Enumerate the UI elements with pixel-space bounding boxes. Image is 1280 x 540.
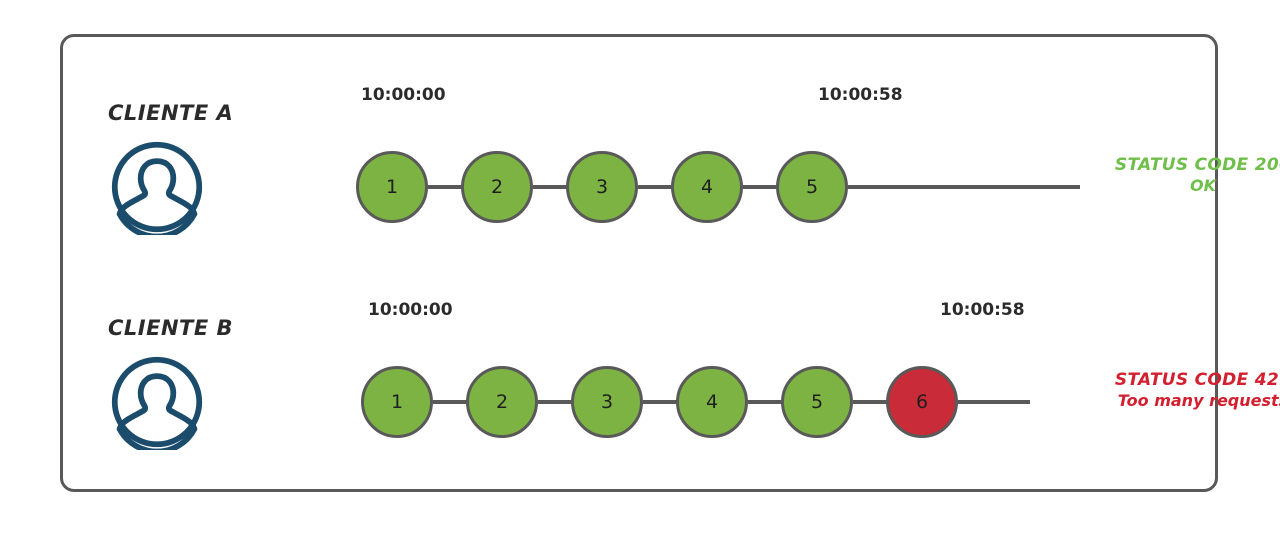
timestamp-start-b: 10:00:00 (368, 300, 453, 320)
status-message-b: Too many requests (1117, 391, 1280, 411)
connector-b-4 (748, 400, 783, 404)
node-number: 6 (915, 391, 929, 413)
timestamp-end-b: 10:00:58 (940, 300, 1025, 320)
user-avatar-icon (109, 139, 205, 240)
connector-b-tail (958, 400, 1030, 404)
user-avatar-icon (109, 354, 205, 455)
request-node[interactable]: 2 (461, 151, 533, 223)
timestamp-start-a: 10:00:00 (361, 85, 446, 105)
request-node[interactable]: 1 (356, 151, 428, 223)
request-node[interactable]: 3 (571, 366, 643, 438)
connector-a-1 (428, 185, 463, 189)
client-a-label: CLIENTE A (108, 101, 234, 125)
node-number: 1 (390, 391, 404, 413)
status-badge-a: STATUS CODE 200 OK (1088, 155, 1280, 196)
node-number: 3 (595, 176, 609, 198)
connector-a-4 (743, 185, 778, 189)
status-badge-b: STATUS CODE 429 Too many requests (1088, 370, 1280, 411)
status-code-b: STATUS CODE 429 (1114, 370, 1280, 390)
request-node[interactable]: 3 (566, 151, 638, 223)
node-number: 2 (495, 391, 509, 413)
node-number: 5 (805, 176, 819, 198)
request-node[interactable]: 1 (361, 366, 433, 438)
connector-b-2 (538, 400, 573, 404)
client-row-a: CLIENTE A 10:00:00 10:00:58 1 2 3 (63, 57, 1280, 257)
connector-b-1 (433, 400, 468, 404)
request-node[interactable]: 4 (671, 151, 743, 223)
client-b-label: CLIENTE B (108, 316, 234, 340)
connector-b-5 (853, 400, 888, 404)
node-number: 2 (490, 176, 504, 198)
request-node[interactable]: 2 (466, 366, 538, 438)
node-number: 4 (705, 391, 719, 413)
request-node-rejected[interactable]: 6 (886, 366, 958, 438)
connector-b-3 (643, 400, 678, 404)
status-code-a: STATUS CODE 200 (1114, 155, 1280, 175)
request-node[interactable]: 4 (676, 366, 748, 438)
connector-a-tail (848, 185, 1080, 189)
node-number: 5 (810, 391, 824, 413)
status-message-a: OK (1190, 176, 1216, 196)
node-number: 4 (700, 176, 714, 198)
timestamp-end-a: 10:00:58 (818, 85, 903, 105)
node-number: 1 (385, 176, 399, 198)
connector-a-2 (533, 185, 568, 189)
node-number: 3 (600, 391, 614, 413)
request-node[interactable]: 5 (781, 366, 853, 438)
connector-a-3 (638, 185, 673, 189)
client-row-b: CLIENTE B 10:00:00 10:00:58 1 2 3 (63, 272, 1280, 472)
diagram-frame: CLIENTE A 10:00:00 10:00:58 1 2 3 (60, 34, 1280, 492)
request-node[interactable]: 5 (776, 151, 848, 223)
